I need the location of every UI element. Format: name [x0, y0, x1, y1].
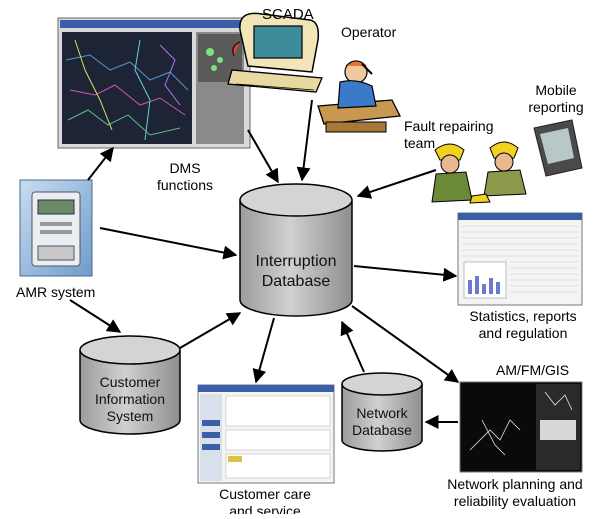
interruption-db-line2: Database	[261, 273, 331, 290]
arrow-scada-to-interruption-db	[296, 99, 313, 182]
network-db-line1: Network	[356, 405, 408, 421]
dms-label-line1: DMS	[169, 160, 201, 176]
interruption-database-cylinder	[239, 183, 353, 317]
scada-label: SCADA	[262, 6, 314, 23]
arrow-interruption-db-to-statistics	[353, 265, 458, 282]
arrow-amr-to-interruption-db	[99, 227, 238, 260]
operator-label: Operator	[341, 24, 397, 40]
mobile-label-line2: reporting	[528, 99, 584, 115]
amr-system-label: AMR system	[16, 284, 96, 300]
gis-screenshot	[459, 381, 583, 473]
customer-info-line1: Customer	[99, 374, 161, 390]
dms-label-line2: functions	[156, 177, 214, 193]
connector-arrows	[69, 99, 460, 429]
arrow-amr-to-dms	[87, 146, 114, 181]
arrow-dms-to-interruption-db	[247, 129, 279, 184]
netplan-label-line1: Network planning and	[447, 476, 583, 492]
fault-repairing-team-label: Fault repairing team	[404, 118, 494, 152]
netplan-label-line2: reliability evaluation	[453, 493, 577, 509]
arrow-interruption-db-to-customer-care	[252, 317, 275, 384]
arrow-network-db-to-interruption-db	[340, 320, 365, 373]
arrow-fault-team-to-interruption-db	[356, 169, 437, 199]
customer-information-cylinder	[79, 335, 181, 435]
care-label-line1: Customer care	[219, 486, 311, 502]
network-db-line2: Database	[352, 422, 412, 438]
operator-illustration	[317, 60, 402, 133]
network-planning-label: Network planning and reliability evaluat…	[432, 476, 598, 510]
stats-label-line1: Statistics, reports	[469, 308, 577, 324]
customer-information-text: Customer Information System	[80, 374, 180, 425]
scada-computer-illustration	[227, 12, 323, 93]
fault-label-line2: team	[404, 135, 436, 151]
network-database-cylinder	[341, 372, 423, 452]
mobile-reporting-label: Mobile reporting	[514, 82, 598, 116]
customer-info-line2: Information	[94, 391, 166, 407]
customer-care-screenshot	[197, 384, 335, 484]
interruption-database-text: Interruption Database	[240, 252, 352, 292]
dms-functions-label: DMS functions	[140, 160, 230, 194]
am-fm-gis-label: AM/FM/GIS	[496, 362, 570, 378]
arrow-amr-to-customer-info	[69, 299, 122, 333]
fault-repair-team-illustration	[431, 141, 527, 204]
mobile-label-line1: Mobile	[535, 82, 577, 98]
statistics-label: Statistics, reports and regulation	[448, 308, 598, 342]
network-database-text: Network Database	[342, 405, 422, 439]
interruption-db-line1: Interruption	[255, 253, 337, 270]
mobile-device-illustration	[533, 119, 583, 177]
stats-label-line2: and regulation	[478, 325, 568, 341]
customer-care-label: Customer care and service	[190, 486, 340, 514]
arrow-interruption-db-to-gis	[351, 305, 460, 383]
care-label-line2: and service	[229, 503, 301, 514]
amr-meter-illustration	[19, 179, 93, 277]
customer-info-line3: System	[106, 408, 154, 424]
arrow-customer-info-to-interruption-db	[179, 312, 242, 349]
fault-label-line1: Fault repairing	[404, 118, 494, 134]
dms-screenshot	[57, 17, 251, 149]
statistics-screenshot	[457, 212, 583, 306]
